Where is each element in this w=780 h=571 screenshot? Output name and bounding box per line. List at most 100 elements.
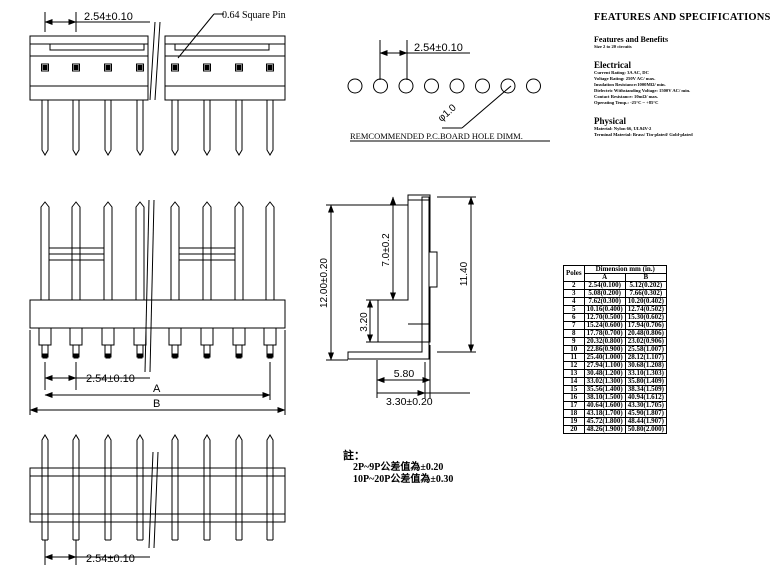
terminal-post <box>71 201 81 300</box>
housing-foot <box>200 328 214 346</box>
pin-upper <box>171 434 179 468</box>
features-line: Size 2 to 20 circuits <box>594 44 632 49</box>
terminal-post <box>135 201 145 300</box>
pin-square <box>235 63 243 72</box>
table-cell-a: 48.26(1.900) <box>583 425 626 434</box>
dimension-b-label: B <box>153 398 160 410</box>
pin-lead <box>72 100 80 156</box>
pin-tip-fill <box>236 353 242 359</box>
terminal-post <box>234 201 244 300</box>
board-hole <box>526 78 541 94</box>
pin-upper <box>136 434 144 468</box>
table-cell-b: 50.80(2.000) <box>624 425 667 434</box>
pin-square <box>104 63 112 72</box>
electrical-line: Insulation Resistance:1000MΩ/ min. <box>594 82 666 87</box>
pin-upper <box>104 434 112 468</box>
pin-tip-fill <box>73 353 79 359</box>
terminal-post <box>170 201 180 300</box>
side-view <box>326 194 476 398</box>
housing-foot <box>232 328 246 346</box>
pin-lead <box>136 100 144 156</box>
terminal-post <box>265 201 275 300</box>
pin-upper <box>266 434 274 468</box>
pin-lead <box>41 100 49 156</box>
electrical-heading: Electrical <box>594 60 631 70</box>
board-hole <box>424 78 439 94</box>
tolerance-notes: 註： 2P~9P公差值為±0.20 10P~20P公差值為±0.30 <box>343 450 453 486</box>
pin-upper <box>203 434 211 468</box>
pin-tip-fill <box>137 353 143 359</box>
features-heading: Features and Benefits <box>594 35 669 44</box>
height-pin-label: 7.0±0.2 <box>381 233 392 267</box>
housing-foot <box>69 328 83 346</box>
physical-line: Terminal Material: Brass/ Tin-plated/ Go… <box>594 132 693 137</box>
housing-foot <box>133 328 147 346</box>
pitch-label-pcb: 2.54±0.10 <box>414 42 463 54</box>
pitch-label-front: 2.54±0.10 <box>86 373 135 385</box>
notes-line: 2P~9P公差值為±0.20 <box>353 462 444 473</box>
board-hole <box>475 78 490 94</box>
board-hole <box>347 78 363 94</box>
pin-square <box>72 63 80 72</box>
pin-tip-fill <box>204 353 210 359</box>
height-side-label: 11.40 <box>459 261 470 286</box>
front-view <box>29 199 286 415</box>
electrical-line: Voltage Rating: 250V AC/ max. <box>594 76 656 81</box>
electrical-line: Dielectric Withstanding Voltage: 1500V A… <box>594 88 691 93</box>
pin-square <box>203 63 211 72</box>
pin-center <box>137 65 143 70</box>
dimension-a-label: A <box>153 383 161 395</box>
pin-lead <box>203 100 211 156</box>
terminal-post <box>40 201 50 300</box>
physical-heading: Physical <box>594 116 627 126</box>
board-hole <box>500 78 516 94</box>
height-total-label: 12.00±0.20 <box>319 258 330 308</box>
board-hole <box>449 78 465 94</box>
table-cell-poles: 20 <box>563 425 585 434</box>
housing-foot <box>168 328 182 346</box>
pin-square <box>266 63 274 72</box>
pcb-hole-pattern <box>347 40 550 142</box>
housing-foot <box>38 328 52 346</box>
pin-tip-fill <box>42 353 48 359</box>
pin-center <box>172 65 178 70</box>
pcb-hole-caption: REMCOMMENDED P.C.BOARD HOLE DIMM. <box>350 131 523 141</box>
board-hole <box>373 78 388 94</box>
bottom-view <box>29 434 286 565</box>
pin-upper <box>41 434 49 468</box>
pin-lead <box>235 100 243 156</box>
pin-upper <box>72 434 80 468</box>
specs-title: FEATURES AND SPECIFICATIONS <box>594 12 771 23</box>
pin-center <box>236 65 242 70</box>
pitch-label-bottom: 2.54±0.10 <box>86 553 135 565</box>
depth-330-label: 3.30±0.20 <box>386 396 433 408</box>
top-view <box>29 12 286 156</box>
pin-square <box>136 63 144 72</box>
pin-tip-fill <box>267 353 273 359</box>
poles-header: Poles <box>563 265 585 282</box>
pin-center <box>204 65 210 70</box>
square-pin-label: 0.64 Square Pin <box>222 10 286 21</box>
electrical-line: Current Rating: 3A AC, DC <box>594 70 649 75</box>
specifications-panel: FEATURES AND SPECIFICATIONS Features and… <box>594 12 774 138</box>
pin-lead <box>104 100 112 156</box>
height-low-label: 3.20 <box>359 312 370 332</box>
terminal-post <box>202 201 212 300</box>
terminal-post <box>103 201 113 300</box>
pin-lead <box>266 100 274 156</box>
pin-center <box>42 65 48 70</box>
pin-center <box>105 65 111 70</box>
notes-line: 10P~20P公差值為±0.30 <box>353 474 454 485</box>
notes-title: 註： <box>343 450 365 462</box>
pin-lead <box>171 100 179 156</box>
dimension-header: Dimension mm (in.) <box>583 265 667 274</box>
pin-upper <box>235 434 243 468</box>
pin-center <box>73 65 79 70</box>
pin-square <box>171 63 179 72</box>
hole-diameter-label: φ1.0 <box>436 102 459 124</box>
